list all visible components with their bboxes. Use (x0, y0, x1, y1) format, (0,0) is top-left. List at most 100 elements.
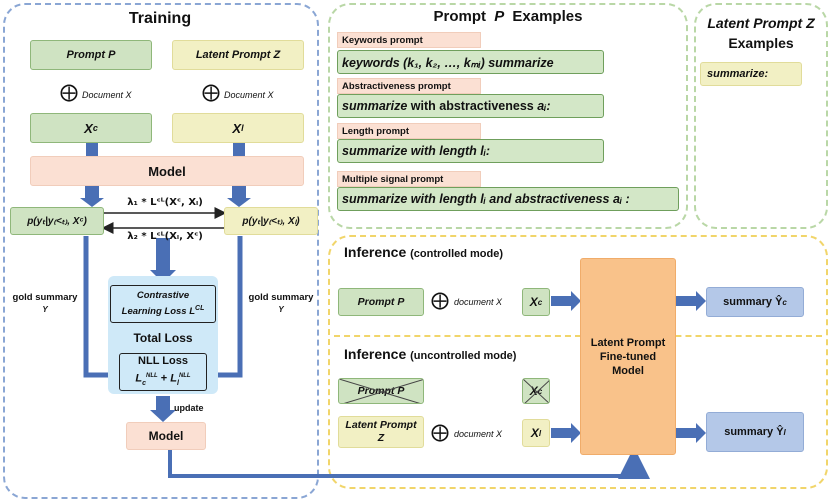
inference-uncontrolled-title: Inference (uncontrolled mode) (344, 346, 516, 362)
crossed-xc-sub: c (537, 386, 543, 396)
training-model-label: Model (148, 163, 186, 179)
inference-prompt-p-label: Prompt P (357, 296, 405, 308)
concat-icon-controlled: ⨁ (431, 290, 449, 311)
training-model-bottom-label: Model (148, 429, 184, 443)
prompt-examples-title-b: Examples (512, 8, 583, 25)
abstractiveness-text-c: aᵢ: (537, 99, 551, 113)
nll-a-sub: c (142, 379, 147, 387)
contrastive-loss-box: Contrastive Learning Loss LCL (110, 285, 216, 323)
abstractiveness-prompt-text-box: summarize with abstractiveness aᵢ: (337, 94, 604, 118)
training-panel (3, 3, 319, 499)
inference-uncontrolled-mode: (uncontrolled mode) (410, 350, 517, 362)
nll-a-sup: NLL (146, 372, 158, 379)
latent-example-text: summarize: (707, 68, 769, 80)
gold-right-y: Y (278, 305, 284, 314)
training-latent-prompt-z: Latent Prompt Z (172, 40, 304, 70)
abstractiveness-prompt-label: Abstractiveness prompt (342, 81, 451, 92)
prob-xl-box: p(yₜ|y₍<ₜ₎, Xₗ) (224, 207, 318, 235)
summary-yc-sub: c (782, 297, 787, 307)
gold-summary-right: gold summary Y (244, 292, 318, 316)
length-prompt-label-box: Length prompt (337, 123, 481, 139)
inference-xl-label: X (530, 426, 539, 440)
doc-x-left: Document X (82, 90, 132, 100)
inference-uncontrolled-doc: document X (454, 429, 503, 439)
contrastive-line1: Contrastive (136, 290, 190, 302)
length-text-b: with length (407, 144, 481, 158)
concat-icon-right: ⨁ (202, 82, 220, 103)
training-xl-label: X (232, 120, 242, 136)
nll-plus: + (160, 372, 168, 385)
update-label: update (174, 403, 204, 413)
inference-panel (328, 235, 828, 489)
latent-examples-panel (694, 3, 828, 229)
nll-b: L (170, 372, 177, 385)
inference-controlled-mode: (controlled mode) (410, 248, 504, 260)
inference-latent-prompt-z: Latent Prompt Z (338, 416, 424, 448)
loss-bottom-label: λ₂ * Lᶜᴸ(Xₗ, Xᶜ) (127, 231, 203, 242)
inference-uncontrolled-label: Inference (344, 346, 407, 362)
gold-left-y: Y (42, 305, 48, 314)
prob-xc-box: p(yₜ|y₍<ₜ₎, Xᶜ) (10, 207, 104, 235)
abstractiveness-text-a: summarize (342, 99, 408, 113)
multiple-signal-prompt-label-box: Multiple signal prompt (337, 171, 481, 187)
abstractiveness-text-b: with abstractiveness (407, 99, 538, 113)
prob-xl-label: p(yₜ|y₍<ₜ₎, Xₗ) (242, 215, 300, 227)
inference-latent-z: Z (377, 432, 385, 444)
cross-mark-prompt (339, 379, 423, 403)
finetuned-model-box: Latent Prompt Fine-tuned Model (580, 258, 676, 455)
prompt-examples-title-p: P (494, 8, 505, 25)
prompt-examples-panel (328, 3, 688, 229)
multiple-signal-prompt-label: Multiple signal prompt (342, 174, 444, 185)
multiple-signal-prompt-text: summarize with length lᵢ and abstractive… (342, 192, 630, 206)
inference-controlled-title: Inference (controlled mode) (344, 244, 503, 260)
training-latent-prompt-z-label: Latent Prompt Z (195, 49, 281, 61)
keywords-prompt-label: Keywords prompt (342, 35, 423, 46)
keywords-prompt-label-box: Keywords prompt (337, 32, 481, 48)
training-xc-sub: c (92, 123, 98, 133)
crossed-prompt-p: Prompt P (338, 378, 424, 404)
nll-loss-label: NLL Loss (138, 354, 188, 367)
training-prompt-p: Prompt P (30, 40, 152, 70)
keywords-prompt-text-box: keywords (k₁, k₂, …, kₘᵢ) summarize (337, 50, 604, 74)
contrastive-sup: CL (195, 305, 205, 313)
finetuned-line3: Model (612, 364, 644, 377)
multiple-signal-prompt-text-box: summarize with length lᵢ and abstractive… (337, 187, 679, 211)
training-title: Training (128, 10, 192, 27)
prob-xc-label: p(yₜ|y₍<ₜ₎, Xᶜ) (27, 215, 87, 227)
training-xc-label: X (84, 120, 93, 136)
length-text-a: summarize (342, 144, 408, 158)
summary-yl-sub: l (783, 427, 786, 437)
total-loss-label: Total Loss (133, 331, 193, 345)
length-text-c: lᵢ: (480, 144, 491, 158)
gold-left-text: gold summary (12, 292, 78, 303)
length-prompt-text-box: summarize with length lᵢ: (337, 139, 604, 163)
inference-xc-sub: c (537, 297, 543, 307)
nll-b-sup: NLL (178, 372, 191, 379)
keywords-prompt-text: keywords (k₁, k₂, …, kₘᵢ) summarize (342, 55, 554, 70)
training-prompt-p-label: Prompt P (66, 49, 116, 61)
gold-summary-left: gold summary Y (8, 292, 82, 316)
training-model: Model (30, 156, 304, 186)
doc-x-right: Document X (224, 90, 274, 100)
nll-b-sub: l (176, 379, 179, 387)
latent-examples-title: Latent Prompt Z Examples (696, 13, 826, 53)
crossed-xc-label: X (529, 384, 538, 398)
inference-latent-label: Latent Prompt (345, 419, 417, 431)
concat-icon-uncontrolled: ⨁ (431, 422, 449, 443)
finetuned-line2: Fine-tuned (599, 350, 657, 363)
training-model-bottom: Model (126, 422, 206, 450)
loss-top-label: λ₁ * Lᶜᴸ(Xᶜ, Xₗ) (127, 197, 203, 208)
inference-xl-sub: l (538, 428, 542, 438)
nll-a: L (135, 372, 143, 385)
inference-prompt-p: Prompt P (338, 288, 424, 316)
cross-mark-xc (523, 379, 549, 403)
inference-xc-label: X (529, 295, 538, 309)
latent-examples-title-line2: Examples (728, 35, 794, 51)
gold-right-text: gold summary (248, 292, 314, 303)
inference-controlled-label: Inference (344, 244, 407, 260)
latent-examples-title-line1: Latent Prompt Z (707, 15, 815, 31)
